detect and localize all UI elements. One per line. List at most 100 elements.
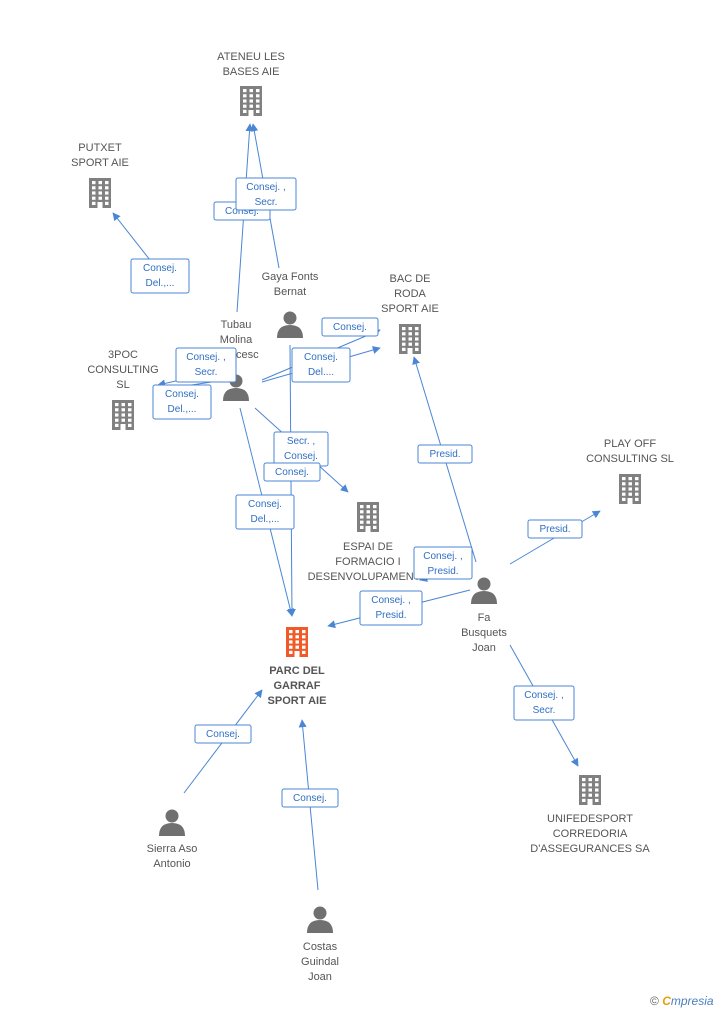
edge-label-gaya-to-ateneu[interactable]: Consej. , Secr. [235,177,297,211]
edge-tubau-to-putxet[interactable] [112,212,151,261]
building-icon [619,474,641,504]
empresia-logo[interactable]: © Cmpresia [650,994,714,1008]
edge-label-box [194,724,252,744]
edge-label-tubau-to-bac[interactable]: Consej.Del.... [291,347,351,383]
node-label: Guindal [301,956,339,968]
edge-label-text: Consej. [284,451,318,462]
building-icon [286,627,308,657]
node-label: DESENVOLUPAMENT... [308,571,429,583]
edge-label-fa-to-unifed[interactable]: Consej. ,Secr. [513,685,575,721]
node-label: UNIFEDESPORT [547,813,633,825]
node-unifed[interactable]: UNIFEDESPORT CORREDORIA D'ASSEGURANCES SA [530,775,650,855]
edges-layer [112,123,601,891]
person-icon [159,809,185,836]
node-label: Gaya Fonts [262,271,319,283]
edge-label-text: Consej. [293,793,327,804]
edge-label-fa-to-playoff[interactable]: Presid. [527,519,583,539]
edge-label-text: Del.... [308,367,334,378]
edge-label-box [291,347,351,383]
edge-label-text: Consej. , [186,352,225,363]
brand-name: mpresia [670,994,714,1008]
node-label: D'ASSEGURANCES SA [530,843,650,855]
edge-label-sierra-to-parc[interactable]: Consej. [194,724,252,744]
node-label: PARC DEL [269,665,325,677]
edge-label-tubau-to-parc[interactable]: Consej. Del.,... [235,494,295,530]
node-espai[interactable]: ESPAI DE FORMACIO I DESENVOLUPAMENT... [308,502,429,583]
edge-label-gaya-to-bac[interactable]: Consej. [321,317,379,337]
node-label: CONSULTING [87,364,158,376]
edge-labels-layer: Consej.Consej. ,Secr.Consej.Del.,...Cons… [130,177,583,808]
edge-label-text: Consej. , [246,182,285,193]
node-label: Joan [472,642,496,654]
node-label: CONSULTING SL [586,453,674,465]
edge-label-text: Presid. [375,610,406,621]
edge-label-text: Consej. , [371,595,410,606]
node-label: Joan [308,971,332,983]
edge-label-tubau-to-poc3[interactable]: Consej. Del.,... [152,384,212,420]
edge-label-text: Consej. [225,206,259,217]
edge-label-text: Presid. [429,449,460,460]
node-label: Costas [303,941,338,953]
edge-label-tubau-to-poc3[interactable]: Consej. , Secr. [175,347,237,383]
edge-label-box [281,788,339,808]
node-label: SPORT AIE [381,303,439,315]
edge-label-text: Consej. [206,729,240,740]
node-label: RODA [394,288,426,300]
edge-label-text: Consej. , [423,551,462,562]
edge-label-text: Secr. [195,367,218,378]
edge-label-box [417,444,473,464]
node-label: BASES AIE [223,66,280,78]
node-label: SL [116,379,129,391]
edge-label-box [527,519,583,539]
node-bac[interactable]: BAC DE RODA SPORT AIE [381,273,439,354]
person-icon [471,577,497,604]
edge-label-box [152,384,212,420]
node-label: BAC DE [390,273,431,285]
building-icon [112,400,134,430]
edge-label-text: Secr. [533,705,556,716]
edge-label-gaya-to-parc[interactable]: Consej. [263,462,321,482]
edge-label-text: Consej. [248,499,282,510]
edge-label-tubau-to-espai[interactable]: Secr. ,Consej. [273,431,329,467]
edge-label-tubau-to-putxet[interactable]: Consej.Del.,... [130,258,190,294]
edge-label-box [130,258,190,294]
edge-label-box [321,317,379,337]
edge-label-fa-to-parc[interactable]: Consej. , Presid. [359,590,423,626]
edge-label-text: Del.,... [146,278,175,289]
edge-label-fa-to-bac[interactable]: Presid. [417,444,473,464]
node-label: Tubau [221,319,252,331]
node-ateneu[interactable]: ATENEU LES BASES AIE [217,51,285,116]
edge-label-text: Del.,... [251,514,280,525]
node-playoff[interactable]: PLAY OFF CONSULTING SL [586,438,674,504]
node-label: FORMACIO I [335,556,400,568]
edge-label-text: Secr. [255,197,278,208]
brand-initial: C [662,994,671,1008]
building-icon [579,775,601,805]
node-label: PLAY OFF [604,438,656,450]
node-label: ATENEU LES [217,51,285,63]
node-label: ESPAI DE [343,541,393,553]
edge-label-box [235,494,295,530]
edge-label-costas-to-parc[interactable]: Consej. [281,788,339,808]
edge-label-text: Del.,... [168,404,197,415]
edge-label-box [513,685,575,721]
node-label: Busquets [461,627,507,639]
node-label: CORREDORIA [553,828,628,840]
node-label: SPORT AIE [268,695,327,707]
person-icon [277,311,303,338]
edge-label-text: Consej. [275,467,309,478]
edge-label-text: Consej. [165,389,199,400]
edge-label-fa-to-espai[interactable]: Consej. ,Presid. [413,546,473,580]
node-label: Antonio [153,858,190,870]
building-icon [357,502,379,532]
edge-label-box [235,177,297,211]
